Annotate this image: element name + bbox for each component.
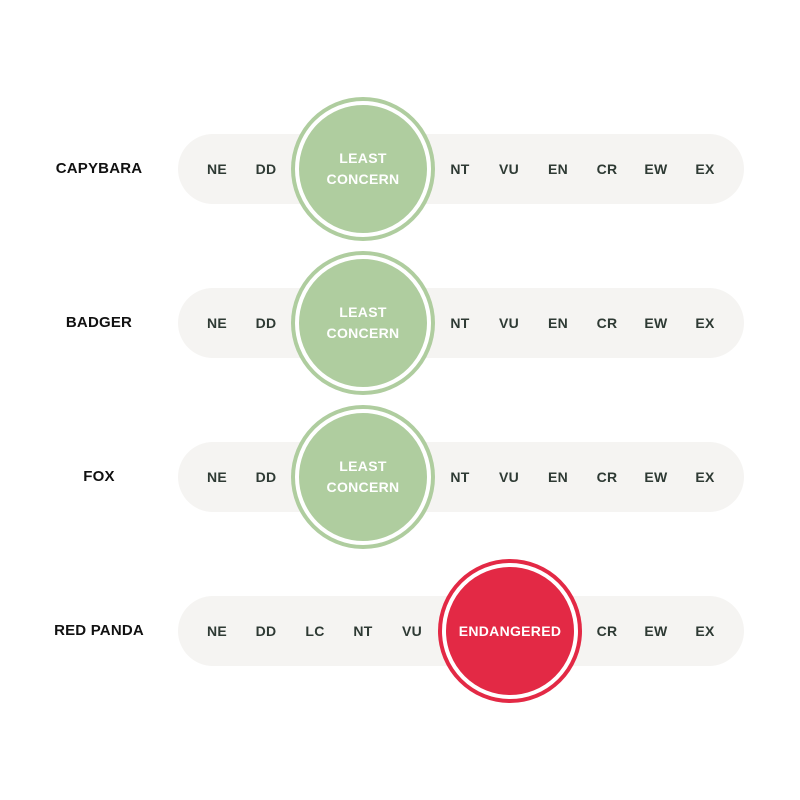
status-code-vu: VU <box>498 469 520 485</box>
status-code-ne: NE <box>206 315 228 331</box>
status-scale-track <box>178 442 744 512</box>
status-row-red-panda: RED PANDA NE DD LC NT VU CR EW EX ENDANGERED <box>0 561 800 701</box>
status-code-nt: NT <box>450 161 470 177</box>
status-code-en: EN <box>547 161 569 177</box>
status-scale-track <box>178 134 744 204</box>
status-row-fox: FOX NE DD NT VU EN CR EW EX LEAST CONCERN <box>0 407 800 547</box>
status-code-ex: EX <box>695 161 715 177</box>
status-code-ew: EW <box>644 161 668 177</box>
status-code-vu: VU <box>498 315 520 331</box>
status-code-ew: EW <box>644 469 668 485</box>
status-code-ew: EW <box>644 315 668 331</box>
status-code-lc: LC <box>305 623 325 639</box>
status-code-nt: NT <box>450 315 470 331</box>
status-code-dd: DD <box>255 315 277 331</box>
status-badge-label: LEAST CONCERN <box>326 458 400 495</box>
current-status-badge: ENDANGERED <box>442 563 578 699</box>
status-code-cr: CR <box>596 161 618 177</box>
status-code-ew: EW <box>644 623 668 639</box>
animal-label: FOX <box>83 468 115 485</box>
status-badge-label: LEAST CONCERN <box>326 304 400 341</box>
status-code-ex: EX <box>695 469 715 485</box>
status-code-dd: DD <box>255 623 277 639</box>
status-code-ne: NE <box>206 469 228 485</box>
status-code-cr: CR <box>596 469 618 485</box>
status-code-cr: CR <box>596 623 618 639</box>
status-code-dd: DD <box>255 469 277 485</box>
animal-label: CAPYBARA <box>55 160 143 177</box>
status-row-badger: BADGER NE DD NT VU EN CR EW EX LEAST CONCERN <box>0 253 800 393</box>
current-status-badge: LEAST CONCERN <box>295 101 431 237</box>
status-row-capybara: CAPYBARA NE DD NT VU EN CR EW EX LEAST CONCERN <box>0 99 800 239</box>
status-code-nt: NT <box>450 469 470 485</box>
status-badge-label: ENDANGERED <box>458 622 562 639</box>
status-code-cr: CR <box>596 315 618 331</box>
current-status-badge: LEAST CONCERN <box>295 409 431 545</box>
status-code-en: EN <box>547 315 569 331</box>
status-code-ne: NE <box>206 161 228 177</box>
status-badge-label: LEAST CONCERN <box>326 150 400 187</box>
status-code-ne: NE <box>206 623 228 639</box>
animal-label: BADGER <box>65 314 133 331</box>
animal-label: RED PANDA <box>54 622 144 639</box>
current-status-badge: LEAST CONCERN <box>295 255 431 391</box>
status-code-ex: EX <box>695 623 715 639</box>
status-code-dd: DD <box>255 161 277 177</box>
status-code-ex: EX <box>695 315 715 331</box>
status-code-nt: NT <box>353 623 373 639</box>
status-code-vu: VU <box>498 161 520 177</box>
status-scale-track <box>178 288 744 358</box>
status-code-en: EN <box>547 469 569 485</box>
status-code-vu: VU <box>401 623 423 639</box>
